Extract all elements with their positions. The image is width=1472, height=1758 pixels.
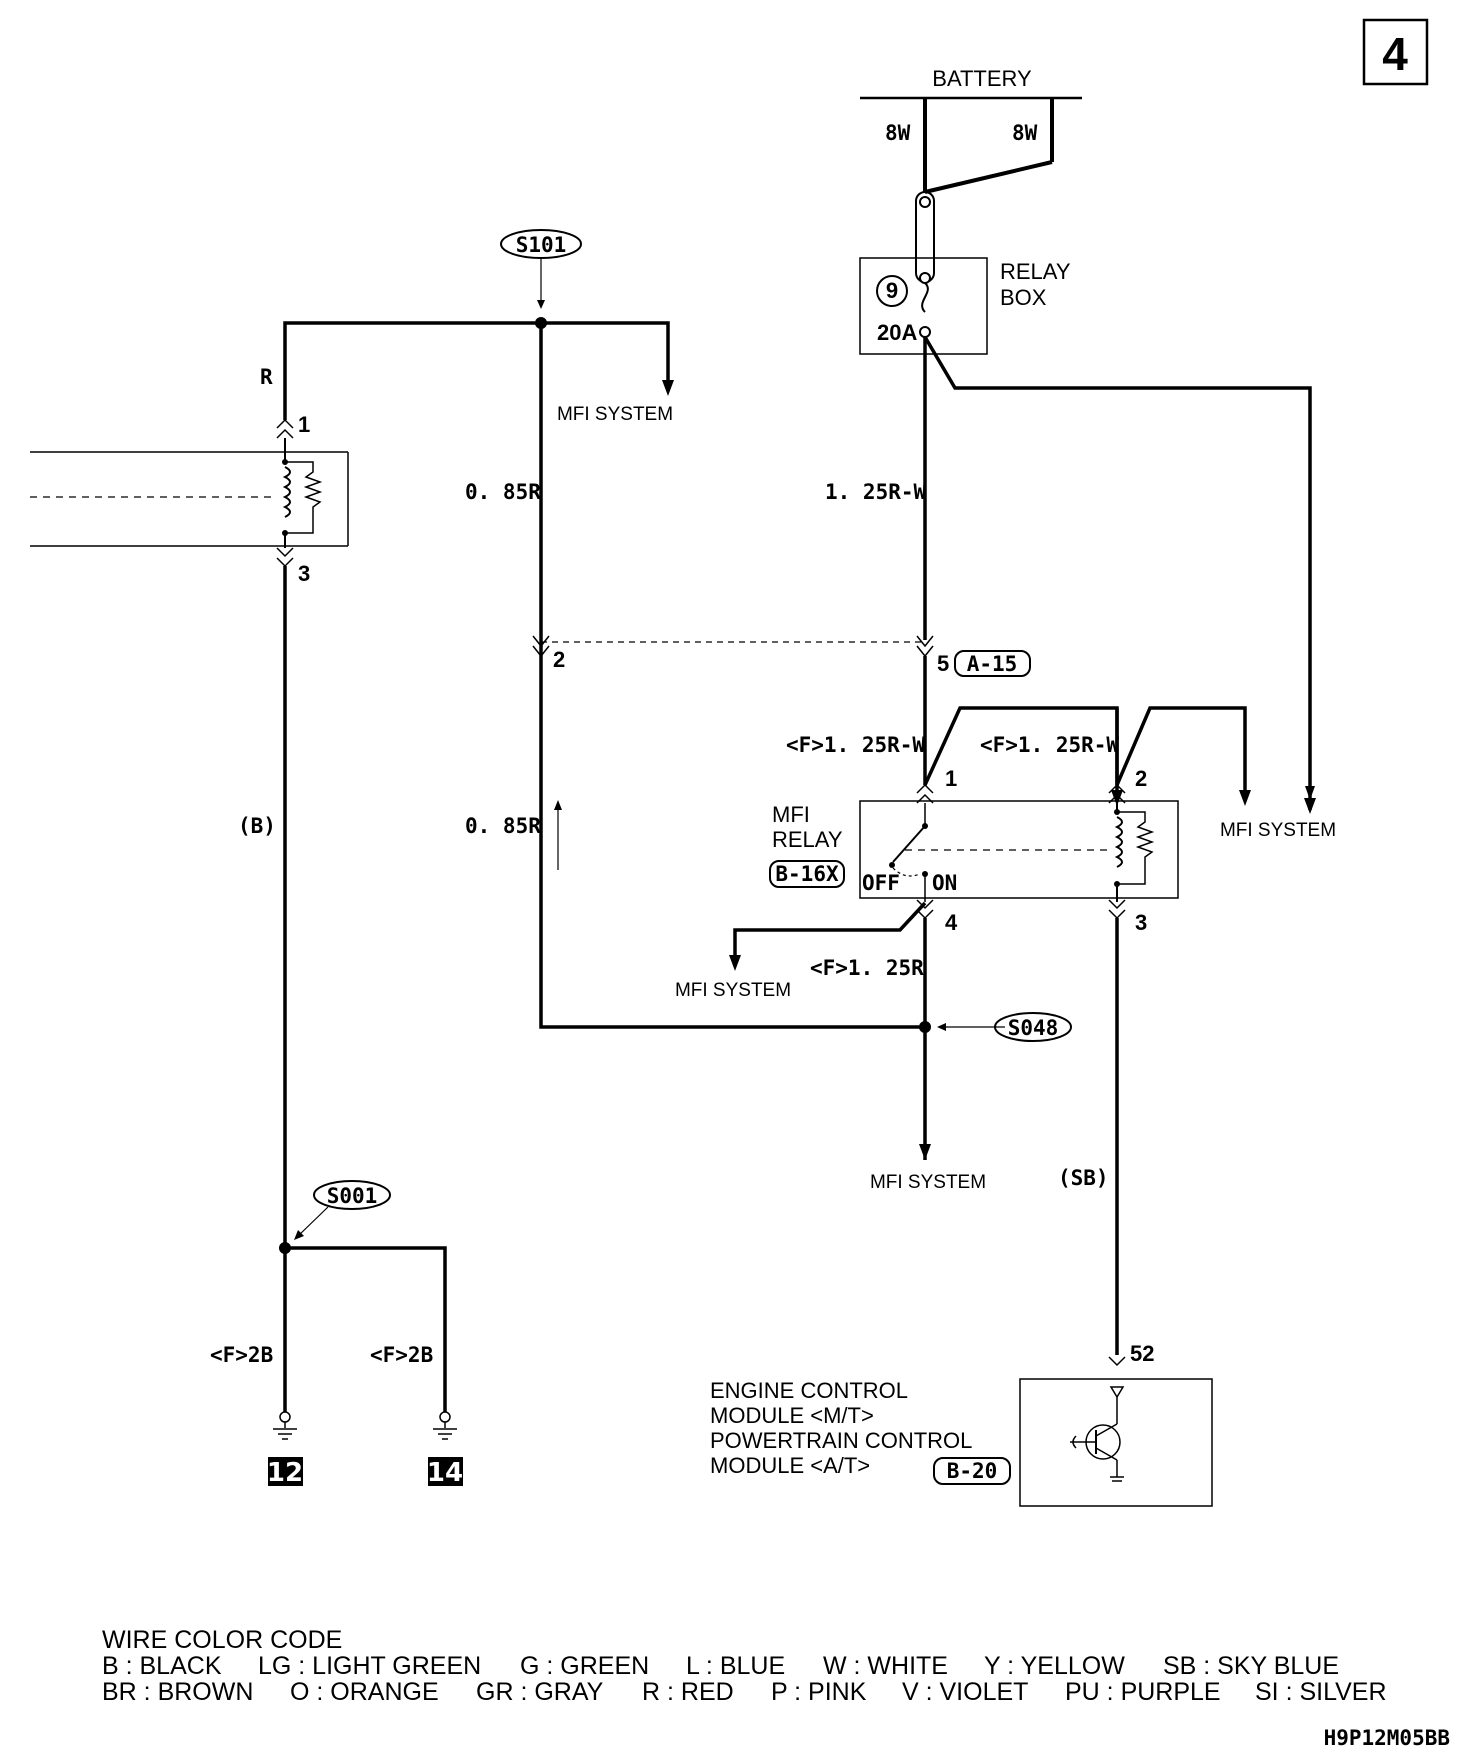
wire-r: R bbox=[260, 365, 273, 389]
mfi-relay: MFI SYSTEM <F>1. 25R-W <F>1. 25R-W 1 2 O… bbox=[769, 656, 1336, 935]
legend-p: P : PINK bbox=[771, 1678, 867, 1706]
ecm-line4: MODULE <A/T> bbox=[710, 1453, 870, 1478]
legend-y: Y : YELLOW bbox=[984, 1652, 1125, 1680]
legend-g: G : GREEN bbox=[520, 1652, 649, 1680]
ground-14: 14 bbox=[427, 1411, 463, 1488]
mfi-relay-on: ON bbox=[932, 871, 957, 895]
relay-resistor-icon bbox=[1117, 811, 1155, 885]
wire-f-2b-left: <F>2B bbox=[210, 1343, 273, 1367]
battery-wire-left: 8W bbox=[885, 121, 911, 145]
legend-v: V : VIOLET bbox=[902, 1678, 1028, 1706]
wire-f-2b-right: <F>2B bbox=[370, 1343, 433, 1367]
mfi-system-top: MFI SYSTEM bbox=[557, 404, 673, 425]
wire-sb: (SB) bbox=[1058, 1166, 1109, 1190]
relay-box: 9 20A RELAY BOX bbox=[859, 257, 1071, 355]
mfi-system-left: MFI SYSTEM bbox=[675, 980, 791, 1001]
fusible-link bbox=[915, 191, 935, 284]
splice-s001-label: S001 bbox=[327, 1184, 378, 1208]
fuse-rating: 20A bbox=[877, 320, 917, 345]
a15-pin5: 5 bbox=[937, 651, 949, 676]
left-component-pin1: 1 bbox=[298, 412, 310, 437]
left-component: 1 3 bbox=[30, 412, 349, 586]
page-number: 4 bbox=[1382, 28, 1408, 80]
mfi-system-bottom: MFI SYSTEM bbox=[870, 1172, 986, 1193]
relay-coil-icon bbox=[1114, 816, 1123, 868]
a15-pin2: 2 bbox=[553, 647, 565, 672]
legend-r: R : RED bbox=[642, 1678, 734, 1706]
splice-s101: S101 bbox=[500, 229, 582, 329]
relay-box-label-2: BOX bbox=[1000, 285, 1047, 310]
ecm-pin: 52 bbox=[1130, 1341, 1154, 1366]
ecm-line2: MODULE <M/T> bbox=[710, 1403, 874, 1428]
mfi-relay-pin3: 3 bbox=[1135, 910, 1147, 935]
wire-f-rw125-right: <F>1. 25R-W bbox=[980, 733, 1119, 757]
fuse-icon bbox=[921, 282, 929, 313]
a15-label: A-15 bbox=[967, 652, 1018, 676]
ecm-line1: ENGINE CONTROL bbox=[710, 1378, 908, 1403]
splice-s048-label: S048 bbox=[1008, 1016, 1059, 1040]
ground-12: 12 bbox=[267, 1411, 303, 1488]
battery-wire-right: 8W bbox=[1012, 121, 1038, 145]
legend-lg: LG : LIGHT GREEN bbox=[258, 1652, 481, 1680]
ecm-connector: B-20 bbox=[947, 1459, 998, 1483]
left-component-pin3: 3 bbox=[298, 561, 310, 586]
mfi-system-right: MFI SYSTEM bbox=[1220, 820, 1336, 841]
ground-14-label: 14 bbox=[427, 1458, 463, 1488]
wire-b: (B) bbox=[238, 814, 276, 838]
coil-icon bbox=[282, 466, 291, 518]
legend-w: W : WHITE bbox=[823, 1652, 948, 1680]
wire-f-rw125-left: <F>1. 25R-W bbox=[786, 733, 925, 757]
relay-box-label-1: RELAY bbox=[1000, 259, 1071, 284]
mfi-relay-label-2: RELAY bbox=[772, 827, 843, 852]
page-number-box: 4 bbox=[1362, 18, 1429, 86]
battery-label: BATTERY bbox=[932, 66, 1032, 91]
wire-color-legend: WIRE COLOR CODE B : BLACK LG : LIGHT GRE… bbox=[102, 1626, 1387, 1706]
ground-12-label: 12 bbox=[267, 1458, 303, 1488]
resistor-icon bbox=[285, 461, 323, 534]
legend-b: B : BLACK bbox=[102, 1652, 222, 1680]
legend-pu: PU : PURPLE bbox=[1065, 1678, 1221, 1706]
mfi-relay-connector: B-16X bbox=[775, 862, 839, 886]
legend-gr: GR : GRAY bbox=[476, 1678, 604, 1706]
legend-sb: SB : SKY BLUE bbox=[1163, 1652, 1339, 1680]
fuse-number: 9 bbox=[886, 278, 898, 303]
mfi-relay-label-1: MFI bbox=[772, 802, 810, 827]
mfi-relay-pin1: 1 bbox=[945, 766, 957, 791]
legend-si: SI : SILVER bbox=[1255, 1678, 1387, 1706]
wire-f-r125: <F>1. 25R bbox=[810, 956, 924, 980]
battery: BATTERY 8W 8W bbox=[860, 66, 1082, 194]
diagram-code: H9P12M05BB bbox=[1324, 1726, 1450, 1750]
ecm-line3: POWERTRAIN CONTROL bbox=[710, 1428, 972, 1453]
connector-a15: 2 5 A-15 bbox=[532, 635, 1031, 677]
splice-s001: S001 bbox=[279, 1180, 391, 1254]
legend-l: L : BLUE bbox=[686, 1652, 785, 1680]
wire-r085-upper: 0. 85R bbox=[465, 480, 541, 504]
legend-o: O : ORANGE bbox=[290, 1678, 439, 1706]
mfi-relay-pin2: 2 bbox=[1135, 766, 1147, 791]
ecm-box bbox=[1019, 1378, 1213, 1507]
mfi-relay-pin4: 4 bbox=[945, 910, 958, 935]
mfi-relay-off: OFF bbox=[862, 871, 900, 895]
splice-s048: S048 bbox=[919, 1012, 1072, 1042]
wire-rw125: 1. 25R-W bbox=[825, 480, 927, 504]
splice-s101-label: S101 bbox=[516, 233, 567, 257]
legend-br: BR : BROWN bbox=[102, 1678, 253, 1706]
wire-r085-lower: 0. 85R bbox=[465, 814, 541, 838]
legend-title: WIRE COLOR CODE bbox=[102, 1626, 342, 1654]
